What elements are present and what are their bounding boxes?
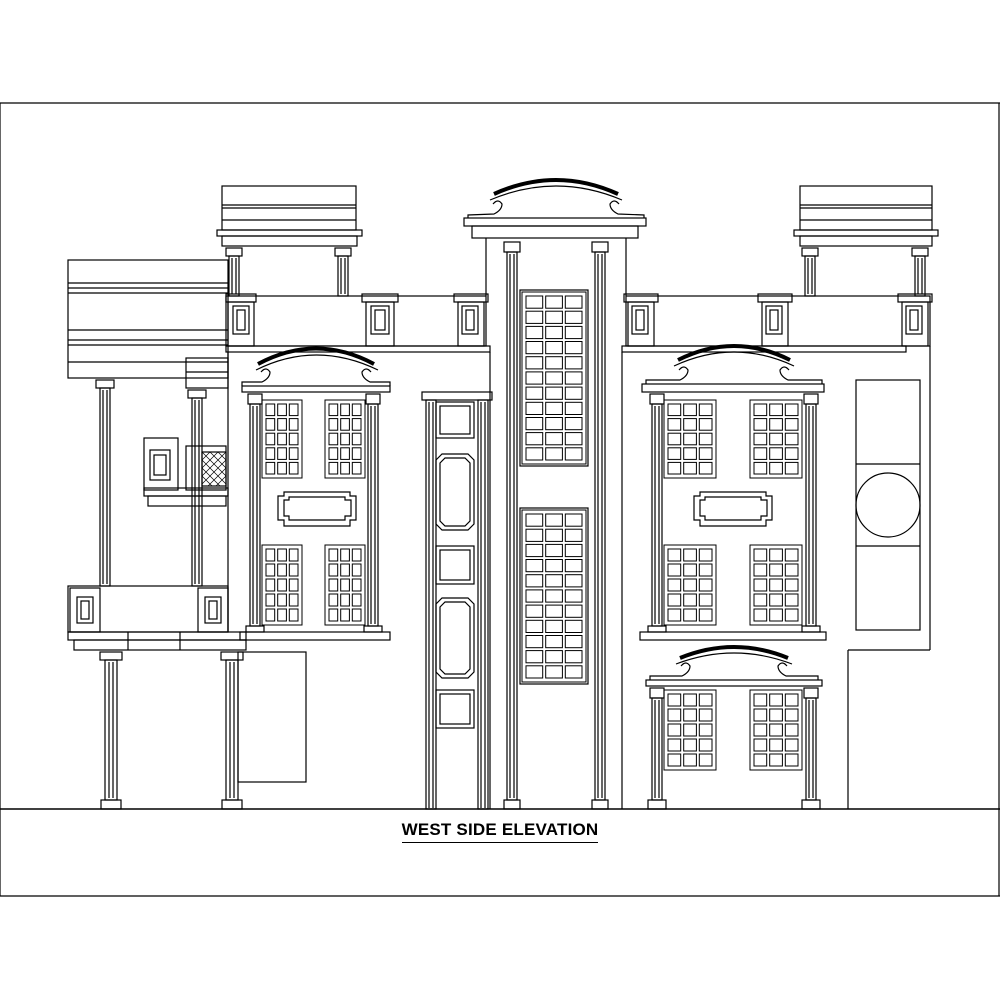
drawing-title: WEST SIDE ELEVATION — [0, 820, 1000, 843]
left-porch-wing — [67, 259, 307, 810]
window-right-ground-a — [663, 689, 717, 771]
drawing-title-text: WEST SIDE ELEVATION — [401, 820, 599, 843]
window-center-lower — [521, 509, 587, 683]
right-tower — [621, 185, 939, 810]
window-right-lower-b — [749, 544, 803, 626]
left-tower — [216, 185, 491, 641]
drawing-frame — [0, 102, 1000, 897]
window-right-upper-b — [749, 399, 803, 479]
window-right-lower-a — [663, 544, 717, 626]
window-left-lower-a — [261, 544, 303, 626]
window-left-lower-b — [324, 544, 366, 626]
central-tower — [463, 178, 647, 810]
window-left-upper-a — [261, 399, 303, 479]
window-right-ground-b — [749, 689, 803, 771]
narrow-bay — [421, 391, 493, 810]
window-grids — [261, 291, 803, 771]
window-center-upper — [521, 291, 587, 465]
window-right-upper-a — [663, 399, 717, 479]
window-left-upper-b — [324, 399, 366, 479]
